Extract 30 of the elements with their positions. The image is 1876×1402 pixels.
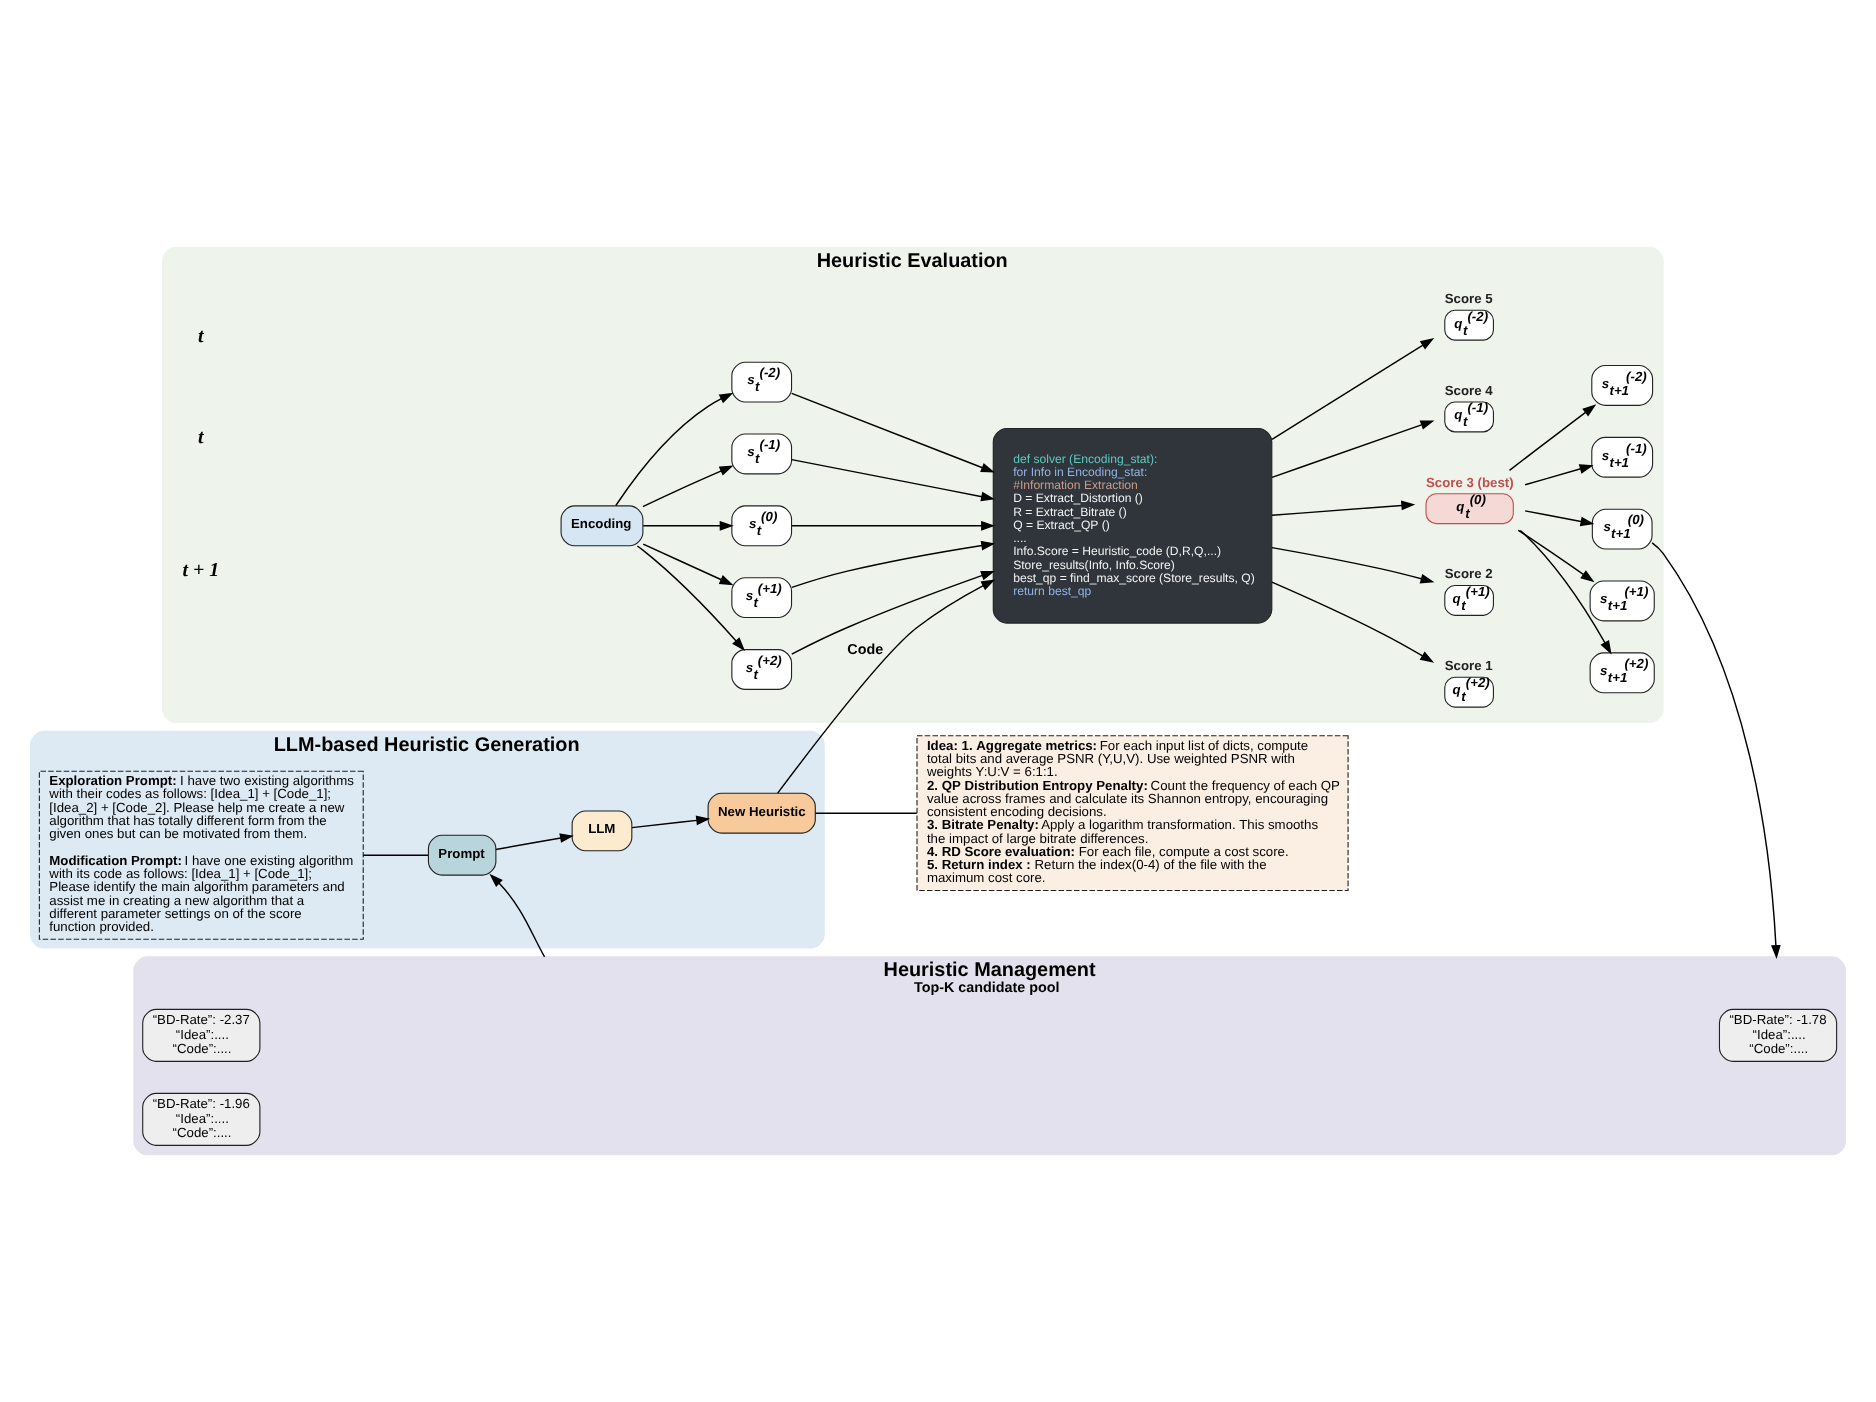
label: t + 1 <box>182 559 220 582</box>
arrow <box>1524 510 1595 527</box>
arrow <box>642 465 734 508</box>
label: t <box>197 427 204 450</box>
arrow <box>791 458 995 502</box>
arrow <box>631 815 711 829</box>
arrow <box>791 392 995 473</box>
arrow <box>642 520 734 531</box>
arrow <box>791 571 995 655</box>
arrow <box>1271 500 1416 516</box>
arrow <box>776 579 996 794</box>
connector <box>362 854 429 856</box>
arrow <box>1271 420 1435 479</box>
arrow <box>1271 546 1435 584</box>
arrow <box>791 540 996 589</box>
arrow <box>636 545 745 652</box>
label: t <box>197 325 204 348</box>
arrow <box>1651 542 1781 960</box>
arrow <box>489 873 546 958</box>
arrow <box>642 543 734 586</box>
arrow <box>1519 529 1612 655</box>
arrow <box>1517 529 1595 583</box>
arrow <box>1508 404 1597 472</box>
connector <box>814 812 918 814</box>
arrow <box>791 520 996 531</box>
arrow <box>1524 464 1594 486</box>
arrow <box>1271 581 1435 663</box>
arrow <box>615 392 734 507</box>
arrow <box>1271 338 1435 441</box>
arrow <box>495 833 574 851</box>
